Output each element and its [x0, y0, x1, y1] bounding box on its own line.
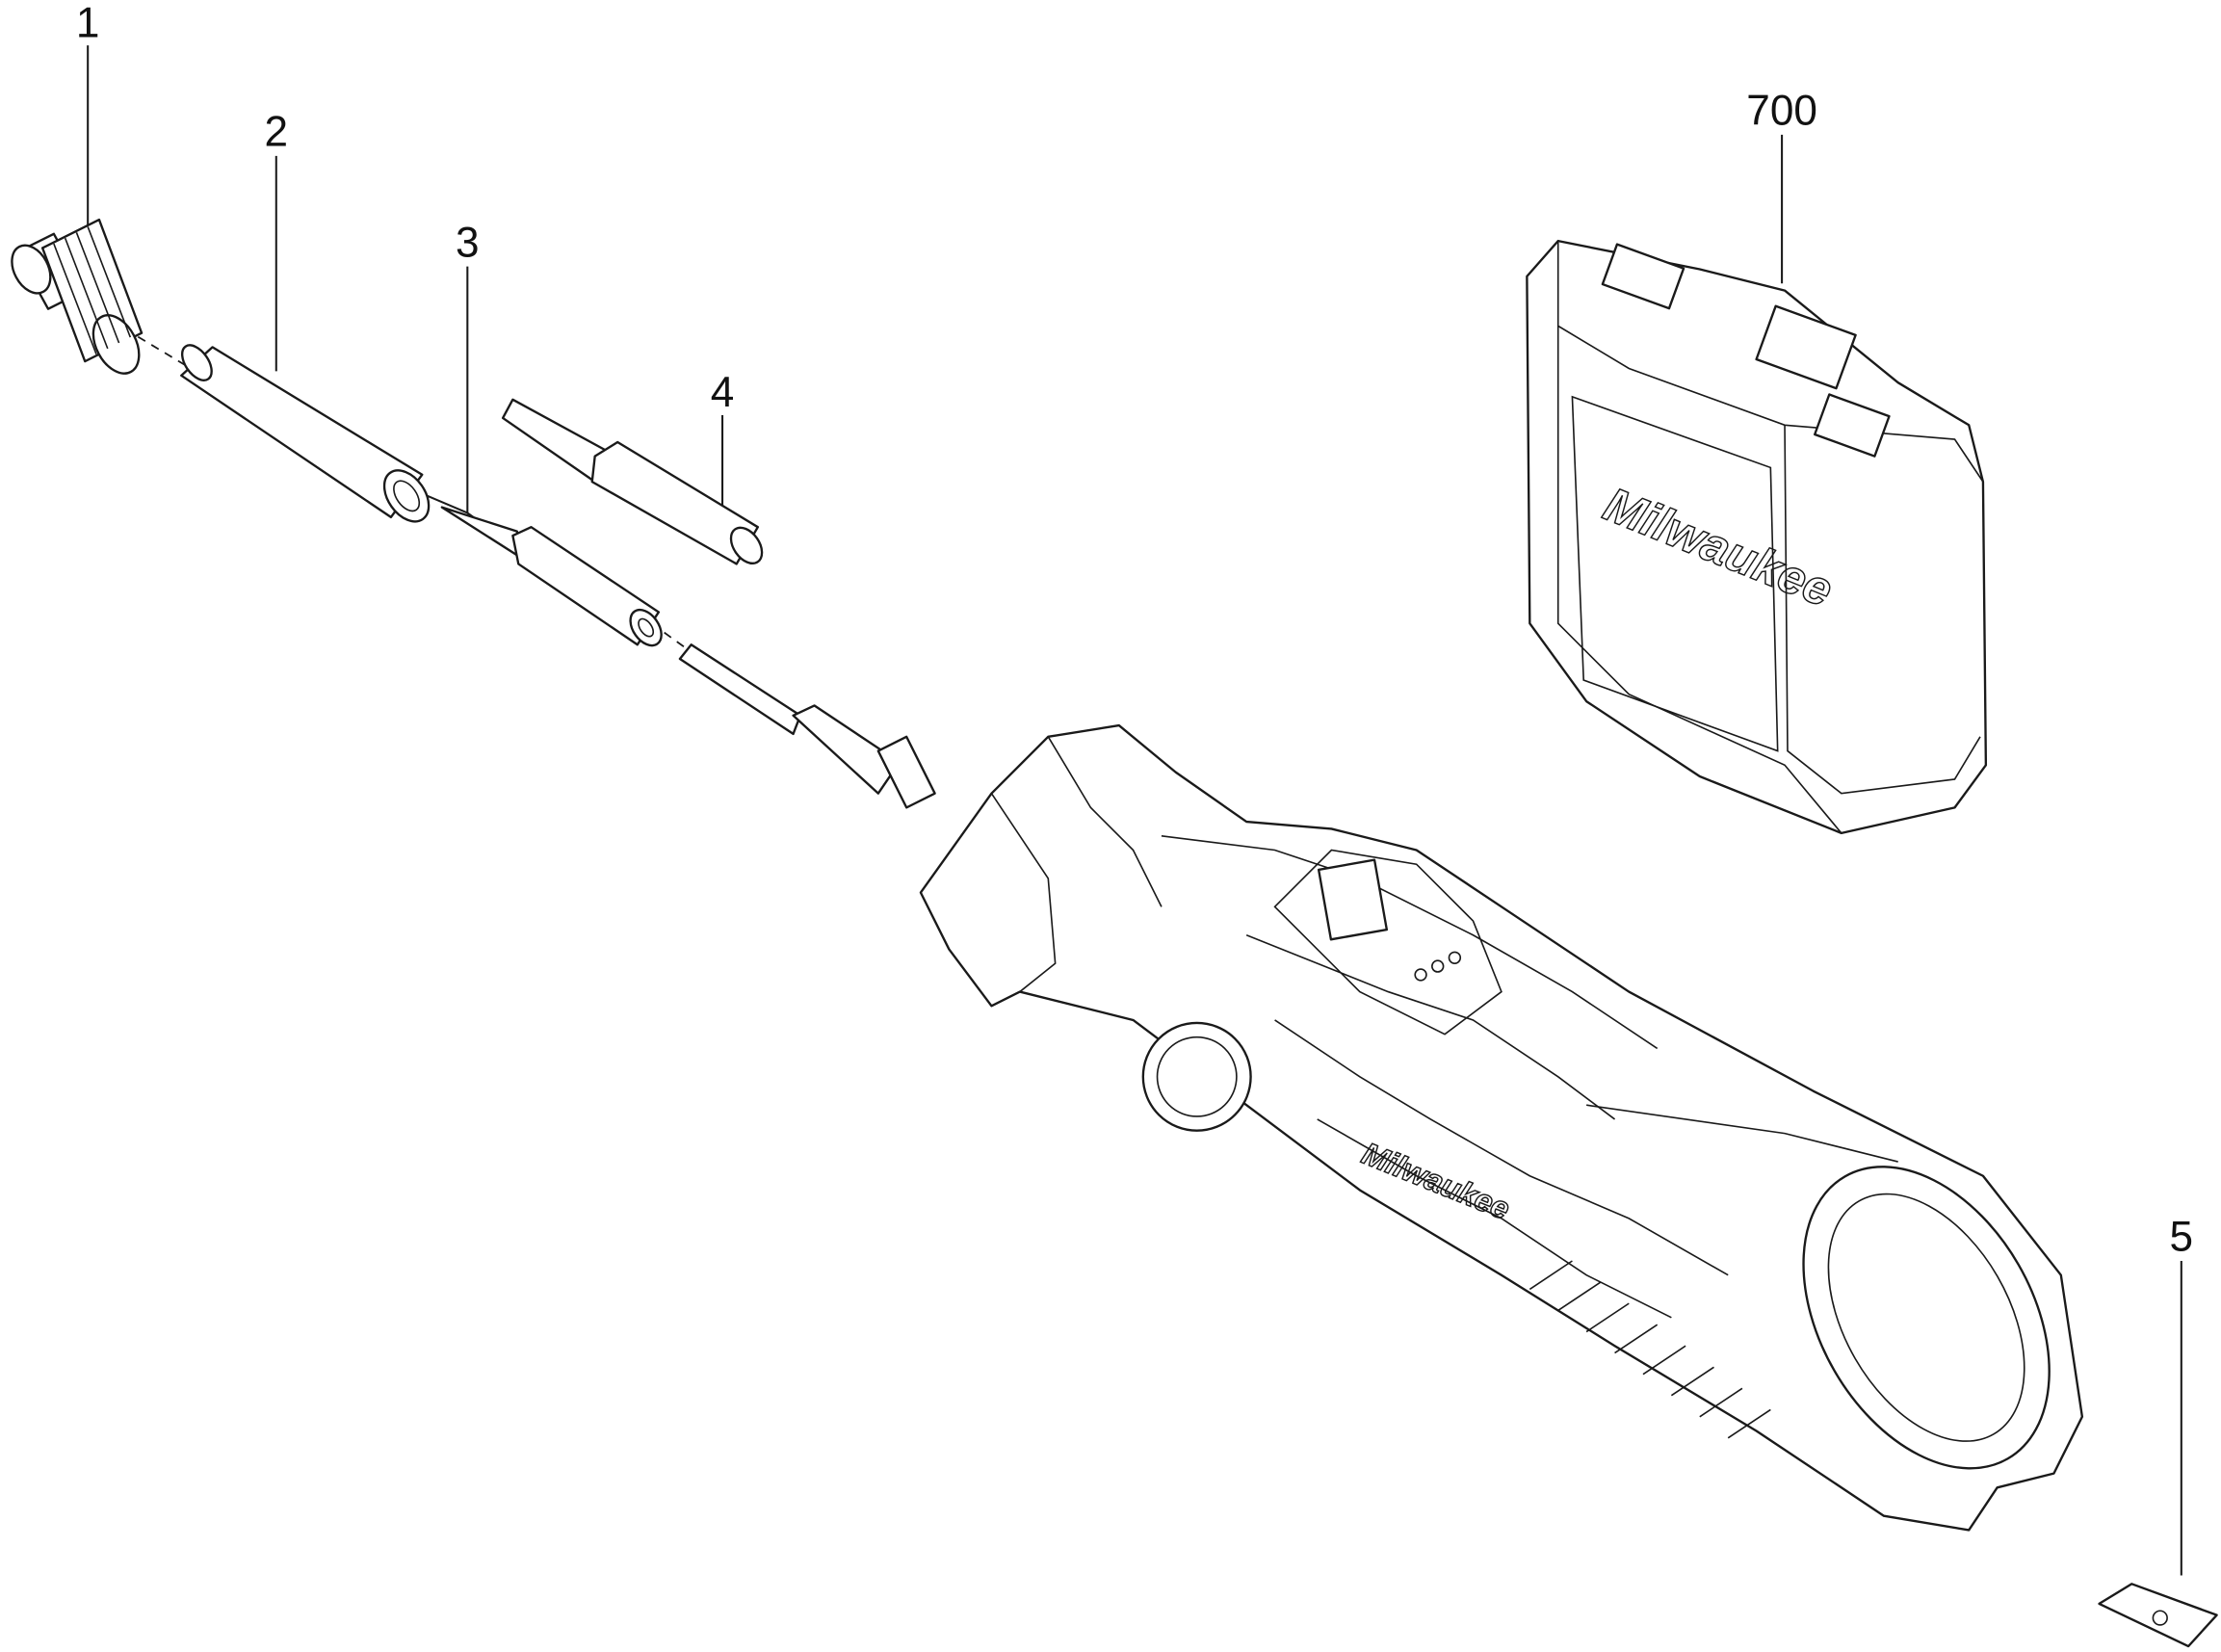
part-2-sleeve — [180, 344, 431, 523]
part-4-bit — [501, 398, 764, 565]
heating-element-shaft — [678, 643, 936, 809]
part-label-1: 1 — [76, 0, 100, 46]
part-label-3: 3 — [456, 219, 480, 266]
part-1-nut — [11, 218, 144, 375]
part-3-tip — [440, 506, 663, 647]
soldering-iron-body: Milwaukee — [919, 723, 2084, 1532]
part-label-4: 4 — [711, 369, 735, 416]
part-5-clip — [2098, 1583, 2218, 1648]
mode-dial — [1141, 1021, 1252, 1132]
part-label-5: 5 — [2170, 1214, 2194, 1261]
leader-lines — [87, 45, 2182, 1576]
part-700-case: Milwaukee — [1526, 239, 1988, 835]
part-label-700: 700 — [1746, 88, 1817, 135]
part-label-2: 2 — [265, 109, 289, 156]
